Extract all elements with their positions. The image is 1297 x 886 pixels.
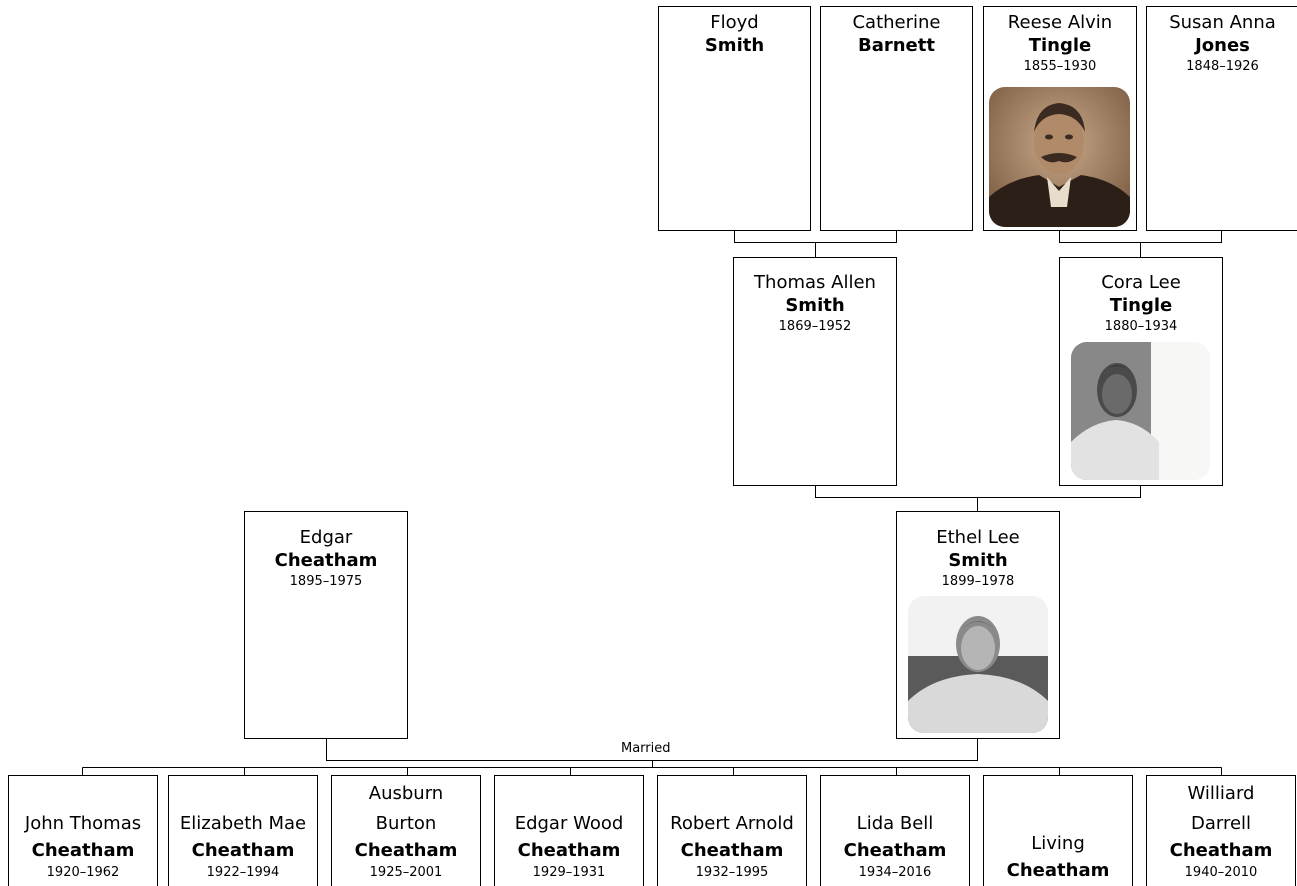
life-years: 1920–1962: [46, 865, 120, 880]
life-years: 1855–1930: [1023, 59, 1097, 74]
person-card-cora[interactable]: Cora Lee Tingle 1880–1934: [1059, 257, 1223, 486]
connector-children: [82, 760, 1222, 776]
given-name: Floyd: [710, 12, 759, 33]
surname: Cheatham: [1006, 860, 1110, 881]
surname: Jones: [1195, 35, 1250, 56]
surname: Cheatham: [1169, 840, 1273, 861]
life-years: 1848–1926: [1186, 59, 1259, 74]
person-card-floyd[interactable]: Floyd Smith: [658, 6, 811, 231]
surname: Cheatham: [31, 840, 135, 861]
connector-floyd-catherine: [734, 230, 897, 257]
given-name: Catherine: [852, 12, 941, 33]
life-years: 1929–1931: [532, 865, 606, 880]
surname: Smith: [704, 35, 765, 56]
person-card-susan[interactable]: Susan Anna Jones 1848–1926: [1146, 6, 1297, 231]
surname: Tingle: [1028, 35, 1092, 56]
given-name: Living: [1031, 833, 1085, 854]
portrait-photo-icon: [908, 596, 1048, 733]
given-name: Lida Bell: [856, 813, 934, 834]
life-years: 1934–2016: [858, 865, 932, 880]
person-card-ethel[interactable]: Ethel Lee Smith 1899–1978: [896, 511, 1060, 739]
surname: Tingle: [1109, 295, 1173, 316]
life-years: 1932–1995: [695, 865, 769, 880]
surname: Cheatham: [843, 840, 947, 861]
person-card-reese[interactable]: Reese Alvin Tingle 1855–1930: [983, 6, 1137, 231]
surname: Smith: [785, 295, 845, 316]
given-name: Elizabeth Mae: [179, 813, 307, 834]
given-name: John Thomas: [24, 813, 142, 834]
life-years: 1940–2010: [1184, 865, 1258, 880]
connector-reese-susan: [1059, 230, 1222, 257]
surname: Cheatham: [680, 840, 784, 861]
person-card-thomas[interactable]: Thomas Allen Smith 1869–1952: [733, 257, 897, 486]
portrait-photo-icon: [1071, 342, 1210, 480]
surname: Barnett: [858, 35, 935, 56]
life-years: 1925–2001: [369, 865, 443, 880]
given-name: Cora Lee: [1101, 272, 1181, 293]
portrait-photo-icon: [989, 87, 1130, 227]
person-card-edgar[interactable]: Edgar Cheatham 1895–1975: [244, 511, 408, 739]
surname: Cheatham: [191, 840, 295, 861]
given-name: Ethel Lee: [936, 527, 1020, 548]
life-years: 1895–1975: [289, 574, 363, 589]
given-name: Robert Arnold: [670, 813, 794, 834]
surname: Cheatham: [517, 840, 621, 861]
given-name: Susan Anna: [1169, 12, 1276, 33]
marriage-label: Married: [619, 741, 673, 756]
surname: Cheatham: [354, 840, 458, 861]
given-name: Thomas Allen: [754, 272, 876, 293]
connector-thomas-cora: [815, 485, 1141, 512]
person-card-catherine[interactable]: Catherine Barnett: [820, 6, 973, 231]
surname: Cheatham: [274, 550, 378, 571]
life-years: 1922–1994: [206, 865, 280, 880]
given-name: Williard Darrell: [1187, 783, 1255, 834]
given-name: Edgar: [299, 527, 353, 548]
given-name: Edgar Wood: [514, 813, 624, 834]
life-years: 1880–1934: [1104, 319, 1178, 334]
life-years: 1869–1952: [778, 319, 852, 334]
given-name: Ausburn Burton: [368, 783, 444, 834]
given-name: Reese Alvin: [1007, 12, 1113, 33]
life-years: 1899–1978: [941, 574, 1015, 589]
surname: Smith: [948, 550, 1008, 571]
